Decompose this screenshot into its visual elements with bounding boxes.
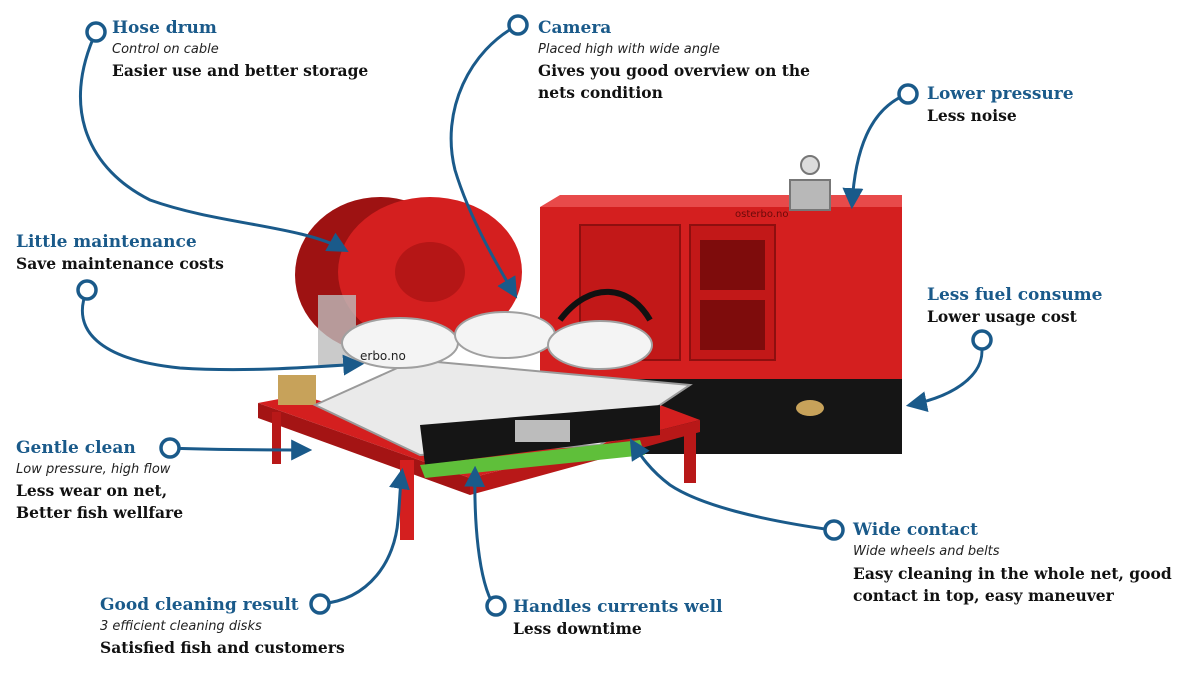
little-maintenance-description: Save maintenance costs [16, 254, 224, 273]
good-cleaning-description: Satisfied fish and customers [100, 638, 345, 657]
wide-contact-subtitle: Wide wheels and belts [853, 544, 1000, 559]
gentle-clean-description-line2: Better fish wellfare [16, 503, 184, 522]
lower-pressure-title: Lower pressure [927, 84, 1074, 104]
camera-subtitle: Placed high with wide angle [538, 42, 720, 57]
callout-connectors [79, 23, 984, 607]
gentle-clean-title: Gentle clean [16, 438, 136, 458]
camera-description-line2: nets condition [538, 83, 663, 102]
hose-drum-description: Easier use and better storage [112, 61, 369, 80]
wide-contact-description-line2: contact in top, easy maneuver [853, 586, 1114, 605]
good-cleaning-subtitle: 3 efficient cleaning disks [100, 619, 262, 634]
robot-brand-text: erbo.no [360, 349, 406, 363]
good-cleaning-title: Good cleaning result [100, 595, 299, 615]
lower-pressure-description: Less noise [927, 106, 1017, 125]
wide-contact-title: Wide contact [853, 520, 978, 540]
gentle-clean-description-line1: Less wear on net, [16, 481, 168, 500]
camera-description-line1: Gives you good overview on the [538, 61, 811, 80]
hose-drum-title: Hose drum [112, 18, 217, 38]
handles-currents-description: Less downtime [513, 619, 642, 638]
less-fuel-description: Lower usage cost [927, 307, 1077, 326]
generator-brand-text: osterbo.no [735, 209, 788, 220]
cleaning-robot: erbo.no [312, 288, 693, 478]
vent-grille [700, 240, 765, 350]
wide-contact-description-line1: Easy cleaning in the whole net, good [853, 564, 1172, 583]
camera-title: Camera [538, 18, 612, 38]
gentle-clean-subtitle: Low pressure, high flow [16, 462, 171, 477]
handles-currents-title: Handles currents well [513, 597, 723, 617]
hose-drum-subtitle: Control on cable [112, 42, 219, 57]
less-fuel-title: Less fuel consume [927, 285, 1103, 305]
little-maintenance-title: Little maintenance [16, 232, 197, 252]
callout-markers [76, 14, 993, 617]
